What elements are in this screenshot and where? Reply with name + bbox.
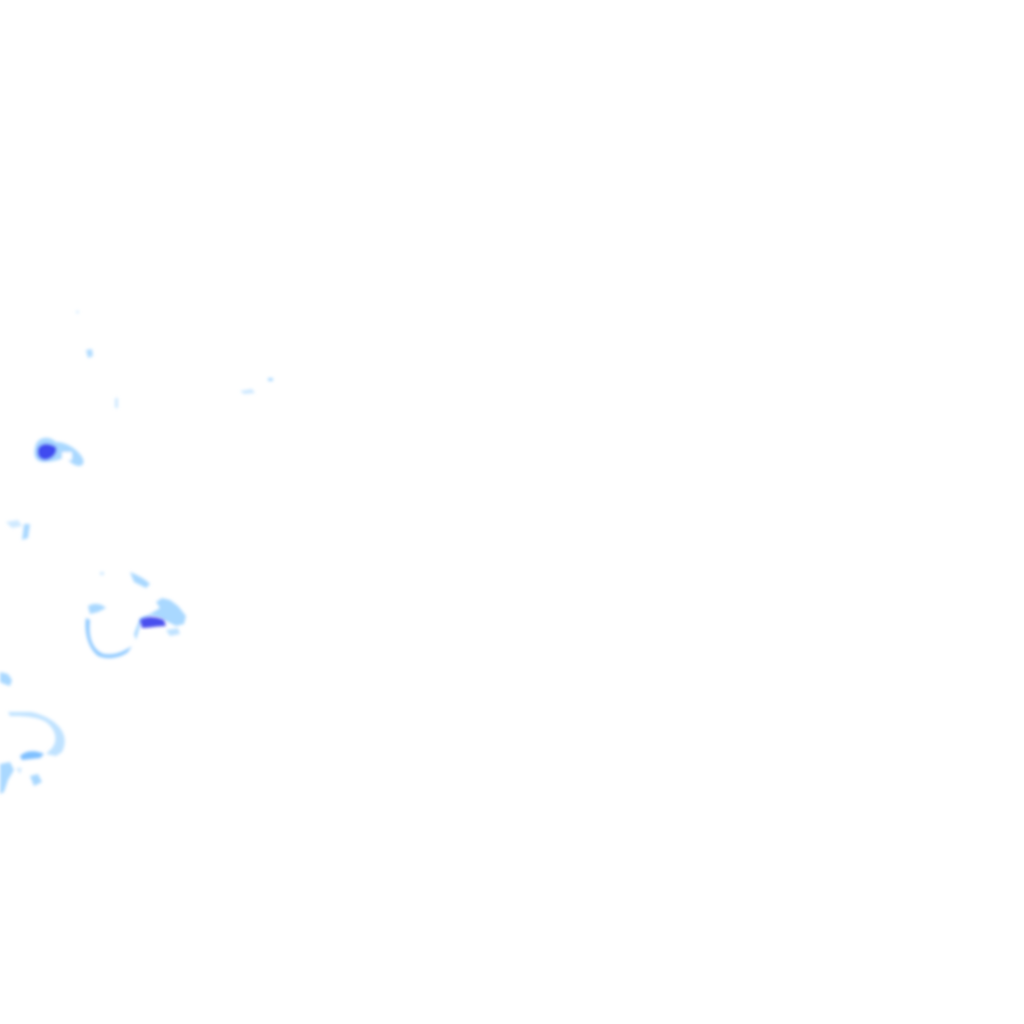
precip-cell-cell-9	[0, 762, 42, 794]
precip-cell-cell-6	[140, 617, 166, 628]
precip-cell-cell-8	[8, 712, 65, 760]
precip-cell-cell-3	[34, 437, 84, 466]
precip-cell-cell-1	[76, 311, 273, 408]
precip-cell-cell-7	[0, 672, 12, 686]
precip-cell-cell-5	[85, 572, 186, 659]
precip-cell-cell-4	[6, 520, 30, 540]
